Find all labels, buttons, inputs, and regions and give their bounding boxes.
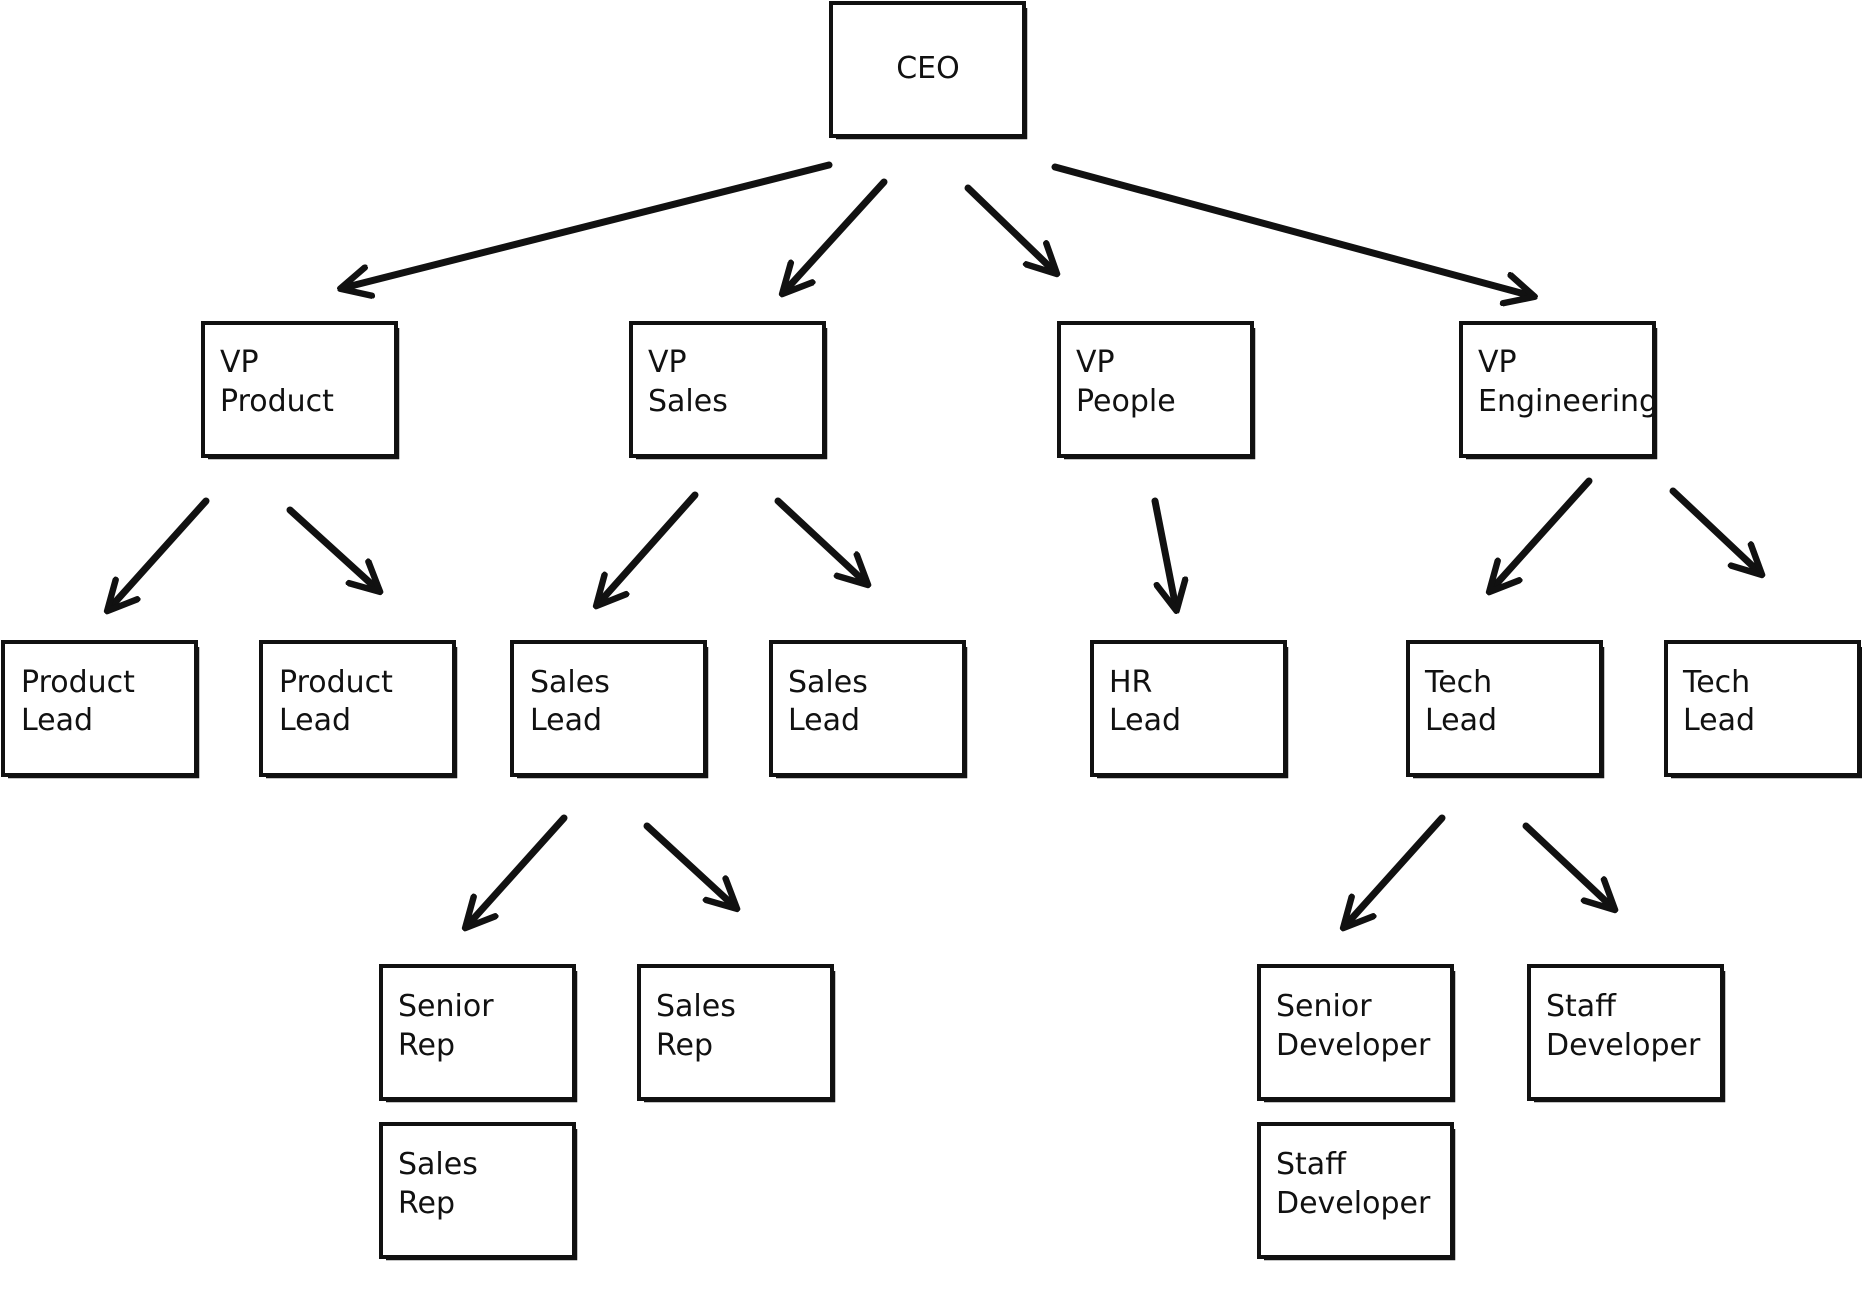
node-sales-lead-2: Sales Lead <box>769 640 968 779</box>
node-label-line: Product <box>279 665 393 700</box>
edge-vp-engineering-to-tech-lead-2 <box>1669 487 1760 573</box>
edge-vp-sales-to-sales-lead-1 <box>598 491 699 604</box>
edge-vp-product-to-product-lead-2 <box>286 506 378 590</box>
node-vp-engineering: VP Engineering <box>1459 321 1658 460</box>
node-label-line: Lead <box>1109 703 1181 738</box>
node-label-line: Staff <box>1276 1147 1347 1182</box>
node-label-line: Senior <box>398 989 494 1024</box>
edge-vp-product-to-product-lead-1 <box>109 497 210 609</box>
node-product-lead-1: Product Lead <box>1 640 200 779</box>
node-tech-lead-1: Tech Lead <box>1406 640 1605 779</box>
node-label-line: Lead <box>279 703 351 738</box>
node-label-line: Sales <box>656 989 736 1024</box>
edge-vp-engineering-to-tech-lead-1 <box>1491 477 1593 590</box>
node-label-line: Lead <box>1425 703 1497 738</box>
node-label-line: CEO <box>896 51 960 86</box>
node-label-line: Tech <box>1424 665 1492 700</box>
node-label-line: Developer <box>1546 1028 1701 1063</box>
edge-tech-lead-1-to-staff-developer-1 <box>1522 822 1613 908</box>
node-label-line: Product <box>21 665 135 700</box>
node-vp-product: VP Product <box>201 321 400 460</box>
node-vp-sales: VP Sales <box>629 321 828 460</box>
node-label-line: Rep <box>398 1028 455 1063</box>
node-label-line: Sales <box>648 384 728 419</box>
node-label-line: Senior <box>1276 989 1372 1024</box>
edge-ceo-to-vp-engineering <box>1051 163 1532 296</box>
node-label-line: Lead <box>788 703 860 738</box>
node-product-lead-2: Product Lead <box>259 640 458 779</box>
node-senior-rep: Senior Rep <box>379 964 578 1103</box>
edge-tech-lead-1-to-senior-developer <box>1345 814 1446 926</box>
node-label-line: Rep <box>656 1028 713 1063</box>
node-senior-developer: Senior Developer <box>1257 964 1456 1103</box>
node-label-line: People <box>1076 384 1176 419</box>
node-label-line: VP <box>648 345 687 380</box>
node-label-line: HR <box>1109 665 1152 700</box>
node-label-line: Lead <box>530 703 602 738</box>
node-label-line: Product <box>220 384 334 419</box>
node-label-line: Sales <box>398 1147 478 1182</box>
node-label-line: Tech <box>1682 665 1750 700</box>
node-label-line: Rep <box>398 1186 455 1221</box>
node-sales-lead-1: Sales Lead <box>510 640 709 779</box>
node-staff-developer-1: Staff Developer <box>1527 964 1726 1103</box>
edge-ceo-to-vp-people <box>964 184 1055 272</box>
node-staff-developer-2: Staff Developer <box>1257 1122 1456 1261</box>
edge-ceo-to-vp-sales <box>784 178 888 292</box>
node-label-line: Engineering <box>1478 384 1658 419</box>
node-label-line: VP <box>220 345 259 380</box>
node-label-line: Staff <box>1546 989 1617 1024</box>
edge-sales-lead-1-to-senior-rep <box>467 814 568 926</box>
edge-vp-sales-to-sales-lead-2 <box>774 497 866 583</box>
node-label-line: Sales <box>788 665 868 700</box>
node-label-line: Developer <box>1276 1028 1431 1063</box>
node-label-line: VP <box>1076 345 1115 380</box>
node-sales-rep-2: Sales Rep <box>379 1122 578 1261</box>
node-label-line: Sales <box>530 665 610 700</box>
node-label-line: Developer <box>1276 1186 1431 1221</box>
node-ceo: CEO <box>829 1 1028 140</box>
node-label-line: VP <box>1478 345 1517 380</box>
node-label-line: Lead <box>21 703 93 738</box>
edge-sales-lead-1-to-sales-rep-1 <box>643 822 735 907</box>
node-vp-people: VP People <box>1057 321 1256 460</box>
edge-ceo-to-vp-product <box>343 161 833 288</box>
edge-vp-people-to-hr-lead <box>1151 497 1176 608</box>
node-label-line: Lead <box>1683 703 1755 738</box>
node-sales-rep-1: Sales Rep <box>637 964 836 1103</box>
node-hr-lead: HR Lead <box>1090 640 1289 779</box>
node-tech-lead-2: Tech Lead <box>1664 640 1862 779</box>
